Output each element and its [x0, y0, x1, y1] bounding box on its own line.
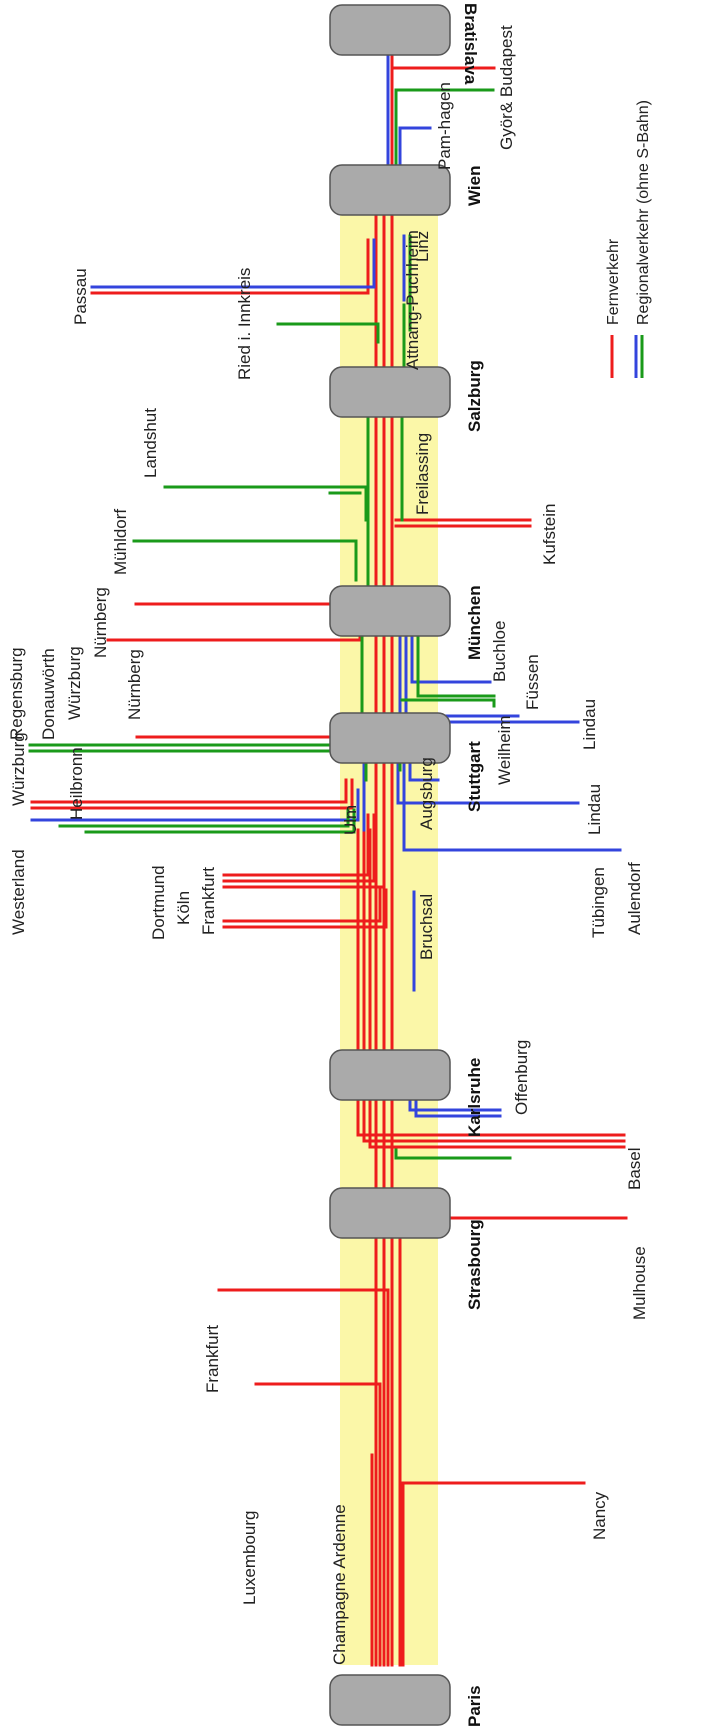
- regional-blue-lines: [30, 38, 622, 1118]
- legend-regional-label: Regionalverkehr (ohne S-Bahn): [635, 100, 652, 325]
- hub-wien: [329, 164, 451, 216]
- blue-aulendorf: [402, 758, 622, 852]
- label-basel: Basel: [625, 1147, 644, 1190]
- blue-buchloe: [410, 628, 492, 684]
- label-weilheim: Weilheim: [495, 715, 514, 785]
- label-muehldorf: Mühldorf: [111, 509, 130, 575]
- label-augsburg: Augsburg: [417, 757, 436, 830]
- blue-offenburg-2: [414, 1098, 502, 1118]
- hub-bratislava: [329, 4, 451, 56]
- label-wuerzburg-st: Würzburg: [9, 732, 28, 806]
- label-stuttgart: Stuttgart: [465, 741, 484, 812]
- hub-karlsruhe: [329, 1049, 451, 1101]
- red-westerland: [30, 778, 354, 810]
- label-heilbronn: Heilbronn: [67, 747, 86, 820]
- blue-offenburg-1: [408, 1098, 502, 1112]
- green-basel: [394, 1148, 512, 1160]
- label-nuernberg-mu: Nürnberg: [91, 587, 110, 658]
- label-muenchen: München: [465, 585, 484, 660]
- label-karlsruhe: Karlsruhe: [465, 1058, 484, 1137]
- label-ried: Ried i. Innkreis: [235, 268, 254, 380]
- legend-fern-label: Fernverkehr: [605, 238, 622, 325]
- label-frankfurt-fr: Frankfurt: [203, 1325, 222, 1393]
- label-buchloe: Buchloe: [490, 621, 509, 682]
- red-dortmund: [222, 813, 370, 877]
- blue-passau: [90, 238, 376, 289]
- label-wuerzburg-mu: Würzburg: [65, 646, 84, 720]
- label-salzburg: Salzburg: [465, 360, 484, 432]
- label-pamhagen: Pam-hagen: [435, 82, 454, 170]
- red-frankfurt-fr: [217, 1288, 390, 1667]
- label-attnang: Attnang-Puchheim: [403, 230, 422, 370]
- green-weilheim-1: [416, 628, 496, 698]
- hub-labels: Paris Strasbourg Karlsruhe Stuttgart Mün…: [461, 3, 484, 1727]
- label-aulendorf: Aulendorf: [625, 862, 644, 935]
- label-ulm: Ulm: [341, 805, 360, 835]
- red-basel-2: [362, 828, 626, 1143]
- left-labels: Champagne Ardenne Luxembourg Frankfurt D…: [7, 268, 360, 1665]
- label-gyoer: Györ& Budapest: [497, 25, 516, 150]
- label-bruchsal: Bruchsal: [417, 894, 436, 960]
- red-wuerzburg-st: [30, 778, 348, 804]
- label-tuebingen: Tübingen: [589, 867, 608, 938]
- green-budapest: [394, 88, 495, 188]
- red-luxembourg: [254, 1382, 382, 1667]
- label-mulhouse: Mulhouse: [630, 1246, 649, 1320]
- blue-lindau-st: [396, 758, 580, 805]
- red-basel-1: [356, 828, 626, 1137]
- red-passau: [90, 238, 370, 295]
- label-nuernberg-st: Nürnberg: [125, 649, 144, 720]
- label-luxembourg: Luxembourg: [240, 1510, 259, 1605]
- label-linz: Linz: [413, 231, 432, 262]
- red-wuerzburg-mu: [106, 618, 362, 642]
- label-champagne: Champagne Ardenne: [330, 1504, 349, 1665]
- hub-paris: [329, 1674, 451, 1726]
- red-frankfurt-ka-3: [222, 888, 388, 929]
- label-bratislava: Bratislava: [461, 3, 480, 85]
- green-ried: [276, 322, 380, 344]
- hub-salzburg: [329, 366, 451, 418]
- green-muehldorf: [132, 539, 358, 582]
- red-koeln: [222, 813, 376, 883]
- label-regensburg: Regensburg: [7, 647, 26, 740]
- legend: Fernverkehr Regionalverkehr (ohne S-Bahn…: [605, 100, 652, 378]
- label-landshut: Landshut: [141, 408, 160, 478]
- red-frankfurt-ka-2: [222, 888, 382, 923]
- right-labels: Nancy Mulhouse Basel Offenburg Bruchsal …: [403, 25, 649, 1540]
- hub-muenchen: [329, 585, 451, 637]
- label-lindau-mu: Lindau: [580, 699, 599, 750]
- hub-stuttgart: [329, 712, 451, 764]
- red-nancy: [401, 1481, 586, 1667]
- blue-wuerzburg-st: [30, 788, 360, 822]
- hub-strasbourg: [329, 1187, 451, 1239]
- label-wien: Wien: [465, 166, 484, 206]
- blue-aug-stub: [408, 758, 440, 782]
- label-lindau-st: Lindau: [585, 784, 604, 835]
- label-kufstein: Kufstein: [540, 504, 559, 565]
- green-weilheim-2: [400, 698, 496, 708]
- label-frankfurt-ka: Frankfurt: [199, 867, 218, 935]
- label-strasbourg: Strasbourg: [465, 1219, 484, 1310]
- label-passau: Passau: [71, 268, 90, 325]
- green-heilbronn: [58, 808, 350, 828]
- label-donauwoerth: Donauwörth: [39, 648, 58, 740]
- red-basel-3: [368, 828, 626, 1149]
- hubs: [329, 4, 451, 1726]
- label-westerland: Westerland: [9, 849, 28, 935]
- green-landshut: [163, 485, 368, 522]
- label-offenburg: Offenburg: [512, 1040, 531, 1115]
- label-fuessen: Füssen: [523, 654, 542, 710]
- green-heilbronn-2: [84, 808, 356, 834]
- label-paris: Paris: [465, 1685, 484, 1727]
- label-freilassing: Freilassing: [413, 433, 432, 515]
- label-nancy: Nancy: [590, 1491, 609, 1540]
- red-nuernberg-mu: [134, 602, 356, 622]
- label-koeln: Köln: [174, 891, 193, 925]
- label-dortmund: Dortmund: [149, 865, 168, 940]
